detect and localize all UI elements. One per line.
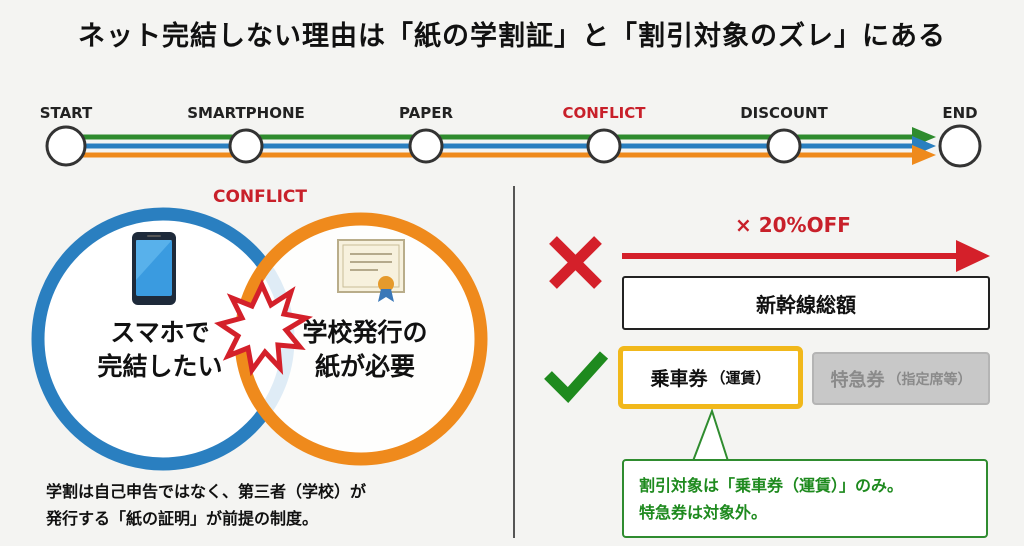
cross-icon [549, 236, 602, 289]
flow-nodes [45, 124, 982, 168]
flow-label-end: END [942, 104, 978, 122]
smartphone-icon [132, 232, 176, 305]
venn-right-text: 学校発行の 紙が必要 [270, 316, 460, 384]
venn-left-line-1: スマホで [110, 318, 210, 347]
venn-left-text: スマホで 完結したい [60, 316, 260, 384]
burst-icon [214, 279, 313, 377]
check-icon [544, 351, 609, 403]
callout-line-1: 割引対象は「乗車券（運賃）」のみ。 [639, 476, 904, 495]
total-fare-label: 新幹線総額 [756, 292, 856, 317]
explanation-note: 学割は自己申告ではなく、第三者（学校）が 発行する「紙の証明」が前提の制度。 [46, 478, 366, 532]
flow-lines [66, 127, 936, 165]
flow-node-start [45, 125, 87, 167]
venn-right-line-1: 学校発行の [302, 318, 428, 347]
page-title: ネット完結しない理由は「紙の学割証」と「割引対象のズレ」にある [78, 21, 946, 52]
flow-arrow-orange [912, 145, 936, 165]
flow-label-smartphone: SMARTPHONE [187, 104, 305, 122]
discount-arrow [622, 240, 990, 272]
express-ticket-box: 特急券（指定席等） [812, 352, 990, 405]
certificate-icon [337, 239, 405, 302]
flow-node-end [938, 124, 982, 168]
wrong-discount-label: × 20%OFF [735, 213, 851, 237]
flow-label-start: START [39, 104, 93, 122]
note-line-2: 発行する「紙の証明」が前提の制度。 [46, 509, 319, 528]
flow-node-discount [766, 128, 802, 164]
discount-callout: 割引対象は「乗車券（運賃）」のみ。 特急券は対象外。 [622, 459, 988, 538]
flow-node-paper [408, 128, 444, 164]
flow-label-paper: PAPER [398, 104, 454, 122]
base-fare-label: 乗車券 [650, 368, 708, 390]
flow-label-discount: DISCOUNT [740, 104, 828, 122]
venn-left-line-2: 完結したい [97, 352, 223, 381]
base-fare-sub: （運賃） [710, 369, 771, 387]
callout-pointer [691, 407, 730, 462]
venn-right-line-2: 紙が必要 [314, 352, 415, 381]
express-ticket-sub: （指定席等） [887, 371, 972, 388]
callout-line-2: 特急券は対象外。 [639, 503, 768, 522]
flow-label-conflict: CONFLICT [562, 104, 646, 122]
flow-node-smartphone [228, 128, 264, 164]
note-line-1: 学割は自己申告ではなく、第三者（学校）が [46, 482, 367, 501]
venn-conflict-label: CONFLICT [213, 187, 307, 207]
section-divider [513, 186, 515, 538]
flow-node-conflict [586, 128, 622, 164]
base-fare-box: 乗車券（運賃） [618, 346, 803, 409]
express-ticket-label: 特急券 [830, 369, 885, 391]
total-fare-box: 新幹線総額 [622, 276, 990, 330]
